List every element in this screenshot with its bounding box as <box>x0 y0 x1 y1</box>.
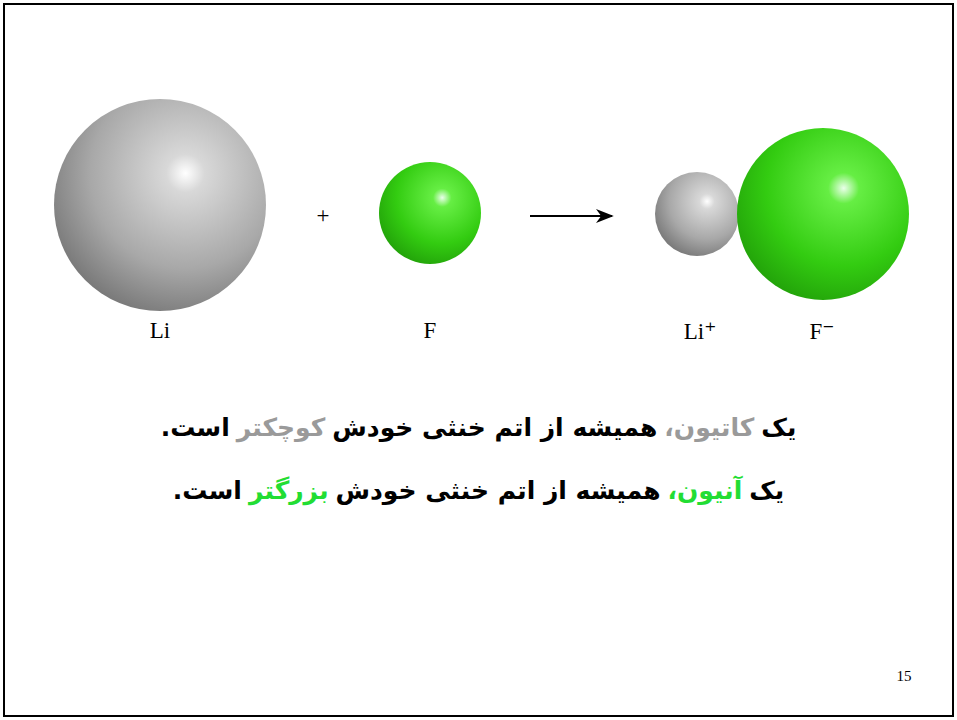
element-label: F <box>424 318 437 344</box>
sentence-word: یک <box>749 476 784 505</box>
slide-border <box>4 4 953 716</box>
li-ion-sphere <box>655 172 739 256</box>
f-atom-sphere <box>379 162 481 264</box>
sentence-word: همیشه از اتم خنثی خودش <box>336 476 661 505</box>
page-number: 15 <box>897 668 912 685</box>
reaction-arrow <box>530 215 612 217</box>
highlight-word: بزرگتر <box>249 476 329 505</box>
plus-sign: + <box>317 203 330 229</box>
element-label: Li <box>150 318 170 344</box>
highlight-word: کوچکتر <box>237 413 326 442</box>
highlight-word: آنیون، <box>668 476 743 505</box>
sentence-word: یک <box>761 413 796 442</box>
sentence-word: همیشه از اتم خنثی خودش <box>332 413 657 442</box>
sentence-word: است. <box>173 476 242 505</box>
ion-label: F⁻ <box>810 318 835 345</box>
highlight-word: کاتیون، <box>664 413 754 442</box>
li-atom-sphere <box>54 99 266 311</box>
sentence-line: یکآنیون،همیشه از اتم خنثی خودشبزرگتراست. <box>0 476 957 505</box>
sentence-word: است. <box>161 413 230 442</box>
f-ion-sphere <box>737 128 909 300</box>
ion-label: Li⁺ <box>684 318 717 345</box>
sentence-line: یککاتیون،همیشه از اتم خنثی خودشکوچکتراست… <box>0 413 957 442</box>
